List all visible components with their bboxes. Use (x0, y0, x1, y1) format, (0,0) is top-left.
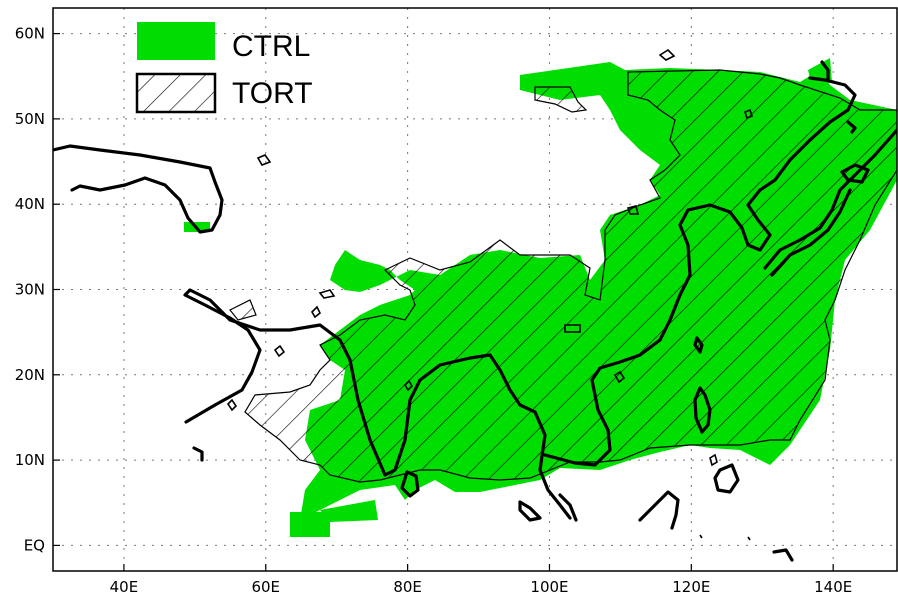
island-14 (747, 536, 751, 541)
y-axis-ticks: EQ 10N 20N 30N 40N 50N 60N (15, 25, 60, 554)
coast-malay (558, 493, 578, 522)
coast-japan-2 (770, 188, 852, 277)
island-12 (318, 289, 336, 299)
x-tick-label: 120E (672, 578, 710, 596)
x-tick-label: 140E (814, 578, 852, 596)
legend-swatch-tort (135, 72, 217, 114)
coast-arabia (183, 288, 572, 520)
legend-swatch-ctrl (137, 22, 215, 60)
small-islands (226, 48, 753, 541)
coast-srilanka (400, 470, 420, 498)
coast-hokkaido (846, 120, 857, 134)
coast-indochina (543, 76, 857, 467)
coast-kyushu (840, 163, 870, 184)
island-11 (744, 108, 753, 120)
y-tick-label: 40N (15, 195, 45, 213)
island-9 (613, 370, 626, 384)
coast-sumatra (518, 500, 542, 522)
y-tick-label: 10N (15, 451, 45, 469)
coast-sakhalin (820, 60, 830, 82)
y-tick-label: 60N (15, 25, 45, 43)
island-1 (256, 154, 272, 166)
x-tick-label: 60E (251, 578, 280, 596)
ctrl-region-south-1 (290, 512, 330, 537)
y-tick-label: 30N (15, 281, 45, 299)
coast-taiwan (693, 336, 704, 354)
ctrl-region-south-2 (320, 500, 378, 522)
island-6 (310, 305, 322, 319)
coast-newguinea (772, 548, 794, 562)
tort-region (229, 69, 897, 483)
legend-label-ctrl: CTRL (232, 30, 310, 63)
island-3 (626, 205, 640, 215)
tort-region-west-patch (229, 299, 257, 321)
x-tick-label: 100E (530, 578, 568, 596)
x-tick-label: 80E (393, 578, 422, 596)
island-13 (699, 534, 703, 539)
tort-region-main (244, 69, 897, 483)
coast-philippines (693, 386, 712, 434)
coast-caspian-north (53, 144, 224, 234)
island-2 (658, 48, 676, 61)
x-axis-ticks: 40E 60E 80E 100E 120E 140E (110, 564, 852, 596)
y-tick-label: 20N (15, 366, 45, 384)
y-tick-label: EQ (24, 536, 45, 554)
y-tick-label: 50N (15, 110, 45, 128)
coastlines (53, 60, 897, 562)
x-tick-label: 40E (110, 578, 139, 596)
coast-celebes (638, 490, 680, 530)
island-4 (564, 324, 581, 333)
island-7 (403, 379, 414, 392)
coast-borneo (713, 463, 740, 494)
island-5 (273, 344, 286, 358)
island-10 (709, 453, 718, 467)
coast-horn (192, 446, 204, 462)
legend-label-tort: TORT (232, 77, 313, 110)
tort-region-north-patch (534, 86, 588, 113)
island-8 (226, 398, 238, 412)
coast-japan (763, 128, 897, 270)
legend: CTRL TORT (135, 22, 313, 114)
